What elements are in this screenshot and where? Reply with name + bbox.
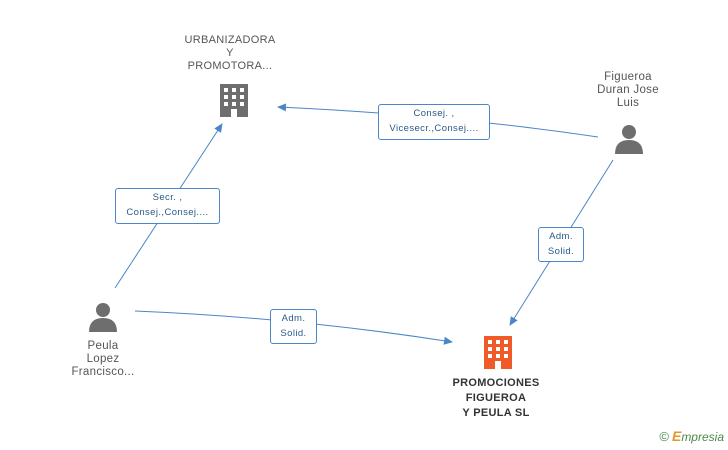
label-line: Figueroa bbox=[604, 71, 652, 83]
label-line: Francisco... bbox=[71, 366, 135, 378]
edge-label-peula-urbanizadora[interactable]: Secr. , Consej.,Consej.... bbox=[115, 188, 220, 224]
label-line: Y bbox=[226, 47, 234, 59]
label-line: FIGUEROA bbox=[465, 392, 527, 404]
label-line: URBANIZADORA bbox=[184, 34, 276, 46]
edge-label-line: Consej. , bbox=[413, 108, 455, 119]
edge-label-figueroa-promociones[interactable]: Adm. Solid. bbox=[538, 227, 584, 262]
label-line: Duran Jose bbox=[597, 84, 659, 96]
company-label-promociones[interactable]: PROMOCIONES FIGUEROA Y PEULA SL bbox=[430, 376, 562, 421]
edge-label-line: Vicesecr.,Consej.... bbox=[389, 123, 479, 134]
building-icon[interactable] bbox=[220, 84, 248, 117]
edge-label-line: Secr. , bbox=[152, 192, 183, 203]
brand-name: mpresia bbox=[681, 430, 724, 444]
label-line: Luis bbox=[616, 97, 640, 109]
edge-label-peula-promociones[interactable]: Adm. Solid. bbox=[270, 309, 317, 344]
person-label-peula[interactable]: Peula Lopez Francisco... bbox=[58, 340, 148, 379]
label-line: Y PEULA SL bbox=[462, 407, 530, 419]
person-icon[interactable] bbox=[89, 303, 117, 332]
person-label-figueroa[interactable]: Figueroa Duran Jose Luis bbox=[580, 71, 676, 110]
edge-label-line: Adm. bbox=[549, 231, 573, 242]
person-icon[interactable] bbox=[615, 125, 643, 154]
edge-label-line: Consej.,Consej.... bbox=[126, 207, 209, 218]
label-line: Peula bbox=[87, 340, 119, 352]
brand-initial: E bbox=[671, 428, 682, 444]
edge-label-line: Solid. bbox=[547, 246, 575, 257]
brand-watermark: ©Empresia bbox=[659, 428, 724, 444]
edge-label-line: Solid. bbox=[280, 328, 307, 339]
edge-label-line: Adm. bbox=[281, 313, 306, 324]
copyright-symbol: © bbox=[659, 429, 669, 444]
edge-label-figueroa-urbanizadora[interactable]: Consej. , Vicesecr.,Consej.... bbox=[378, 104, 490, 140]
company-label-urbanizadora[interactable]: URBANIZADORA Y PROMOTORA... bbox=[170, 34, 290, 73]
label-line: PROMOTORA... bbox=[187, 60, 273, 72]
label-line: Lopez bbox=[86, 353, 120, 365]
label-line: PROMOCIONES bbox=[452, 377, 540, 389]
building-icon[interactable] bbox=[484, 336, 512, 369]
